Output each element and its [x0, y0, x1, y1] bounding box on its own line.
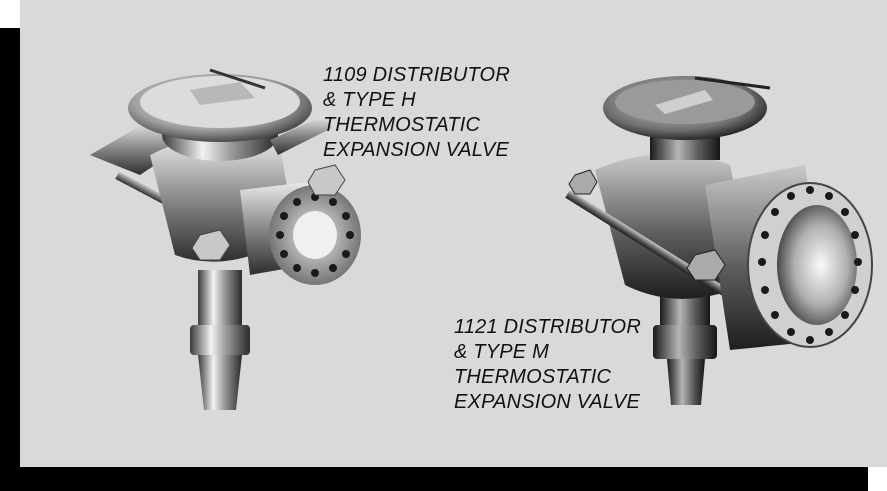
- caption-line: EXPANSION VALVE: [454, 391, 641, 413]
- caption-line: THERMOSTATIC: [454, 366, 612, 388]
- illustration-panel: 1109 DISTRIBUTOR & TYPE H THERMOSTATIC E…: [20, 0, 887, 467]
- caption-line: 1109 DISTRIBUTOR: [323, 64, 510, 86]
- caption-line: THERMOSTATIC: [323, 114, 481, 136]
- caption-line: & TYPE H: [323, 89, 416, 111]
- type-m-caption: 1121 DISTRIBUTOR & TYPE M THERMOSTATIC E…: [454, 315, 641, 415]
- type-h-caption: 1109 DISTRIBUTOR & TYPE H THERMOSTATIC E…: [323, 63, 510, 163]
- caption-line: 1121 DISTRIBUTOR: [454, 316, 641, 338]
- caption-line: & TYPE M: [454, 341, 549, 363]
- type-m-valve-image: [565, 76, 873, 405]
- type-h-valve-image: [90, 68, 361, 410]
- caption-line: EXPANSION VALVE: [323, 139, 510, 161]
